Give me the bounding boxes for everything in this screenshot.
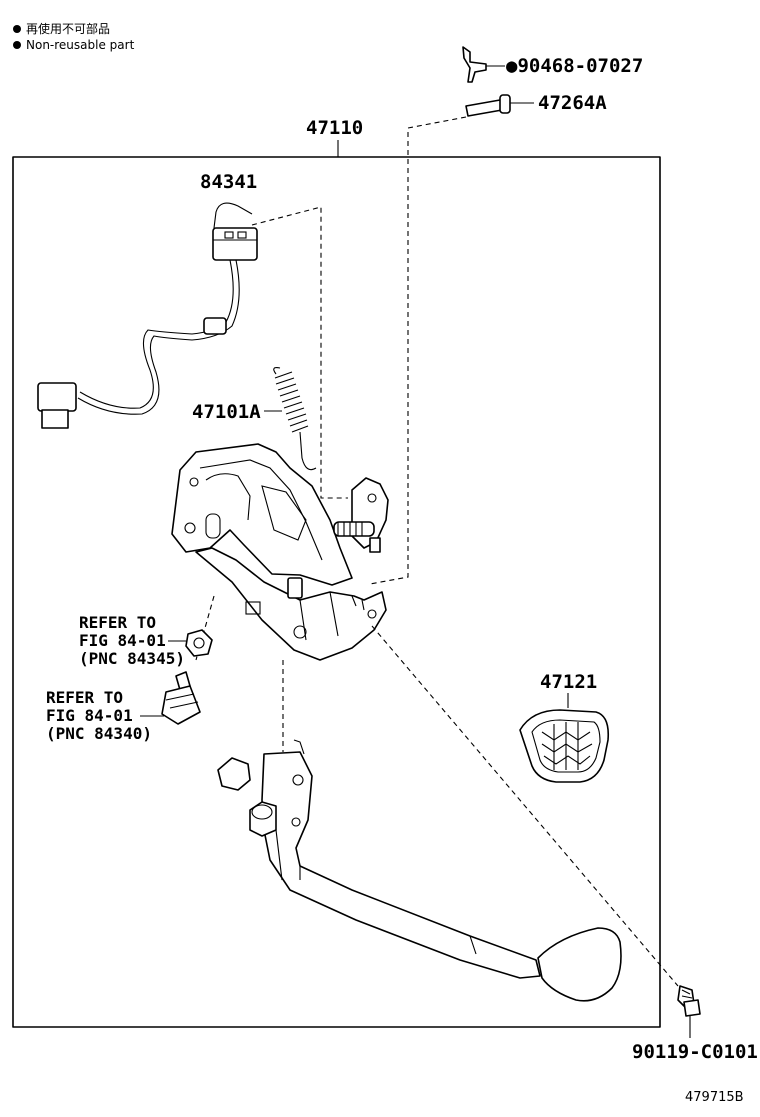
legend: 再使用不可部品 Non-reusable part	[13, 21, 135, 52]
ref-84345-line3: (PNC 84345)	[79, 649, 185, 668]
legend-english: Non-reusable part	[26, 38, 135, 52]
switch-dashed-line	[251, 206, 348, 499]
brake-pedal-lever	[217, 739, 622, 1002]
label-47110[interactable]: 47110	[306, 117, 363, 139]
clevis-pin	[465, 94, 534, 117]
ref-part-84345	[185, 629, 213, 657]
ref-84340-line1: REFER TO	[46, 688, 123, 707]
ref-84345-line1: REFER TO	[79, 613, 156, 632]
label-47101A[interactable]: 47101A	[192, 401, 261, 423]
label-90468-07027[interactable]: ●90468-07027	[506, 55, 643, 77]
return-spring	[273, 367, 317, 471]
figure-id: 479715B	[685, 1090, 744, 1105]
hex-bolt-bottom	[677, 985, 701, 1017]
ref-84345-line2[interactable]: FIG 84-01	[79, 631, 166, 650]
label-84341[interactable]: 84341	[200, 171, 257, 193]
bolt-dashed-line	[371, 625, 679, 987]
label-47264A[interactable]: 47264A	[538, 92, 607, 114]
label-90119-C0101[interactable]: 90119-C0101	[632, 1041, 758, 1063]
legend-dot	[13, 25, 21, 33]
stop-lamp-switch	[37, 202, 258, 429]
clip-bolt-top	[462, 46, 505, 83]
assembly-frame	[12, 156, 661, 1028]
ref-84340-line3: (PNC 84340)	[46, 724, 152, 743]
pin-dashed-line	[369, 116, 467, 585]
legend-japanese: 再使用不可部品	[26, 21, 110, 36]
pedal-pad	[519, 709, 610, 783]
pedal-bracket	[171, 443, 389, 661]
label-47121[interactable]: 47121	[540, 671, 597, 693]
ref-84340-line2[interactable]: FIG 84-01	[46, 706, 133, 725]
ref-part-84340	[161, 671, 201, 725]
legend-dot	[13, 41, 21, 49]
